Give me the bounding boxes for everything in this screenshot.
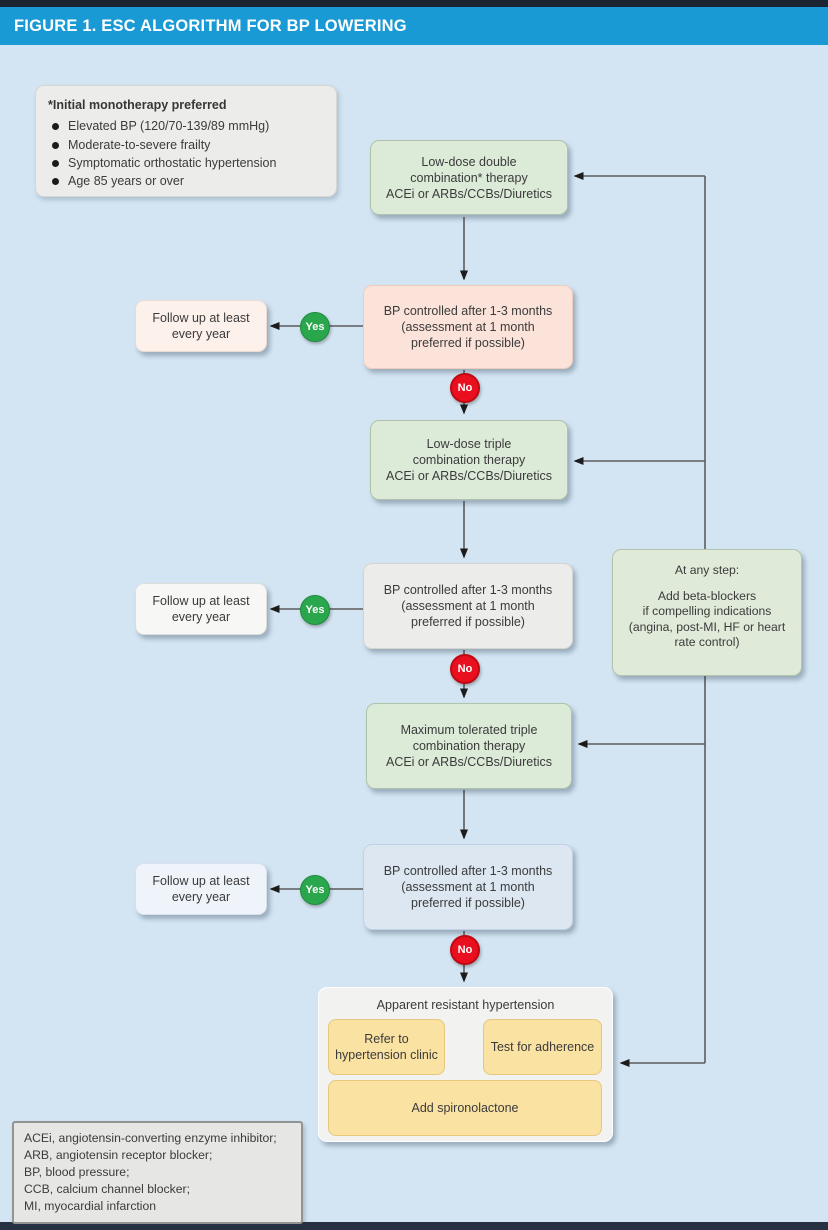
abbreviations-box: ACEi, angiotensin-converting enzyme inhi… [12, 1121, 303, 1225]
therapy-box-double-combination: Low-dose double combination* therapy ACE… [370, 140, 568, 215]
bullet-icon [52, 178, 59, 185]
at-any-step-title: At any step: [674, 563, 740, 577]
bullet-icon [52, 159, 59, 167]
follow-up-box-3: Follow up at least every year [135, 863, 267, 915]
abbreviation-line: BP, blood pressure; [24, 1165, 130, 1180]
note-item: Age 85 years or over [48, 172, 324, 190]
abbreviation-line: ACEi, angiotensin-converting enzyme inhi… [24, 1131, 277, 1145]
note-item: Elevated BP (120/70-139/89 mmHg) [48, 117, 324, 135]
yes-badge-2: Yes [300, 595, 330, 625]
test-adherence-box: Test for adherence [483, 1019, 602, 1075]
bullet-icon [52, 141, 59, 149]
note-item-text: Moderate-to-severe frailty [68, 137, 211, 152]
note-item: Moderate-to-severe frailty [48, 136, 324, 154]
bp-check-box-1: BP controlled after 1-3 months (assessme… [363, 285, 573, 369]
figure-header: FIGURE 1. ESC ALGORITHM FOR BP LOWERING [0, 7, 828, 45]
initial-monotherapy-note: *Initial monotherapy preferred Elevated … [35, 85, 337, 197]
abbreviation-line: CCB, calcium channel blocker; [24, 1182, 190, 1197]
bp-check-box-2: BP controlled after 1-3 months (assessme… [363, 563, 573, 649]
follow-up-box-1: Follow up at least every year [135, 300, 267, 352]
yes-badge-1: Yes [300, 312, 330, 342]
resistant-title: Apparent resistant hypertension [376, 998, 555, 1012]
note-title: *Initial monotherapy preferred [48, 98, 227, 112]
note-item-text: Elevated BP (120/70-139/89 mmHg) [68, 119, 270, 134]
note-item-text: Age 85 years or over [68, 174, 185, 188]
bottom-dark-strip [0, 1222, 828, 1230]
bp-check-box-3: BP controlled after 1-3 months (assessme… [363, 844, 573, 930]
therapy-box-triple-combination: Low-dose triple combination therapy ACEi… [370, 420, 568, 500]
no-badge-2: No [450, 654, 480, 684]
note-item-text: Symptomatic orthostatic hypertension [68, 155, 277, 170]
at-any-step-body: Add beta-blockers if compelling indicati… [628, 588, 786, 650]
figure-title: FIGURE 1. ESC ALGORITHM FOR BP LOWERING [14, 16, 407, 35]
add-spironolactone-box: Add spironolactone [328, 1080, 602, 1136]
therapy-box-max-triple: Maximum tolerated triple combination the… [366, 703, 572, 789]
no-badge-1: No [450, 373, 480, 403]
top-dark-strip [0, 0, 828, 7]
bullet-icon [52, 123, 59, 131]
abbreviation-line: ARB, angiotensin receptor blocker; [24, 1148, 213, 1163]
abbreviation-line: MI, myocardial infarction [24, 1199, 157, 1214]
resistant-hypertension-box: Apparent resistant hypertension Refer to… [318, 987, 613, 1142]
refer-clinic-box: Refer to hypertension clinic [328, 1019, 445, 1075]
follow-up-box-2: Follow up at least every year [135, 583, 267, 635]
yes-badge-3: Yes [300, 875, 330, 905]
no-badge-3: No [450, 935, 480, 965]
note-item: Symptomatic orthostatic hypertension [48, 154, 324, 172]
at-any-step-box: At any step: Add beta-blockers if compel… [612, 549, 802, 676]
